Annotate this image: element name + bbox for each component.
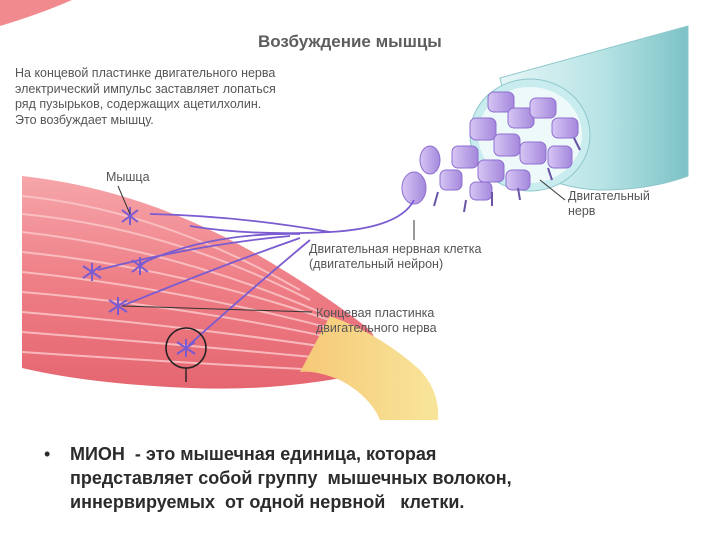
label-line: Концевая пластинка — [316, 306, 437, 321]
description-line: Это возбуждает мышцу. — [15, 113, 375, 129]
figure-description: На концевой пластинке двигательного нерв… — [15, 66, 375, 128]
label-line: (двигательный нейрон) — [309, 257, 481, 272]
description-line: ряд пузырьков, содержащих ацетилхолин. — [15, 97, 375, 113]
description-line: На концевой пластинке двигательного нерв… — [15, 66, 375, 82]
definition-line: иннервируемых от одной нервной клетки. — [70, 490, 710, 514]
definition-text: МИОН - это мышечная единица, которая пре… — [70, 442, 710, 514]
description-line: электрический импульс заставляет лопатьс… — [15, 82, 375, 98]
figure-title: Возбуждение мышцы — [258, 32, 442, 52]
muscle-excitation-figure: Возбуждение мышцы На концевой пластинке … — [0, 0, 720, 430]
corner-fragment — [0, 0, 72, 26]
label-motor-nerve: Двигательный нерв — [568, 189, 650, 219]
label-line: двигательного нерва — [316, 321, 437, 336]
label-line: Двигательный — [568, 189, 650, 204]
label-motor-neuron: Двигательная нервная клетка (двигательны… — [309, 242, 481, 272]
label-line: нерв — [568, 204, 650, 219]
label-muscle: Мышца — [106, 170, 150, 185]
definition-line: представляет собой группу мышечных волок… — [70, 466, 710, 490]
bullet-marker: • — [44, 442, 50, 466]
label-end-plate: Концевая пластинка двигательного нерва — [316, 306, 437, 336]
label-line: Двигательная нервная клетка — [309, 242, 481, 257]
definition-line: МИОН - это мышечная единица, которая — [70, 442, 710, 466]
